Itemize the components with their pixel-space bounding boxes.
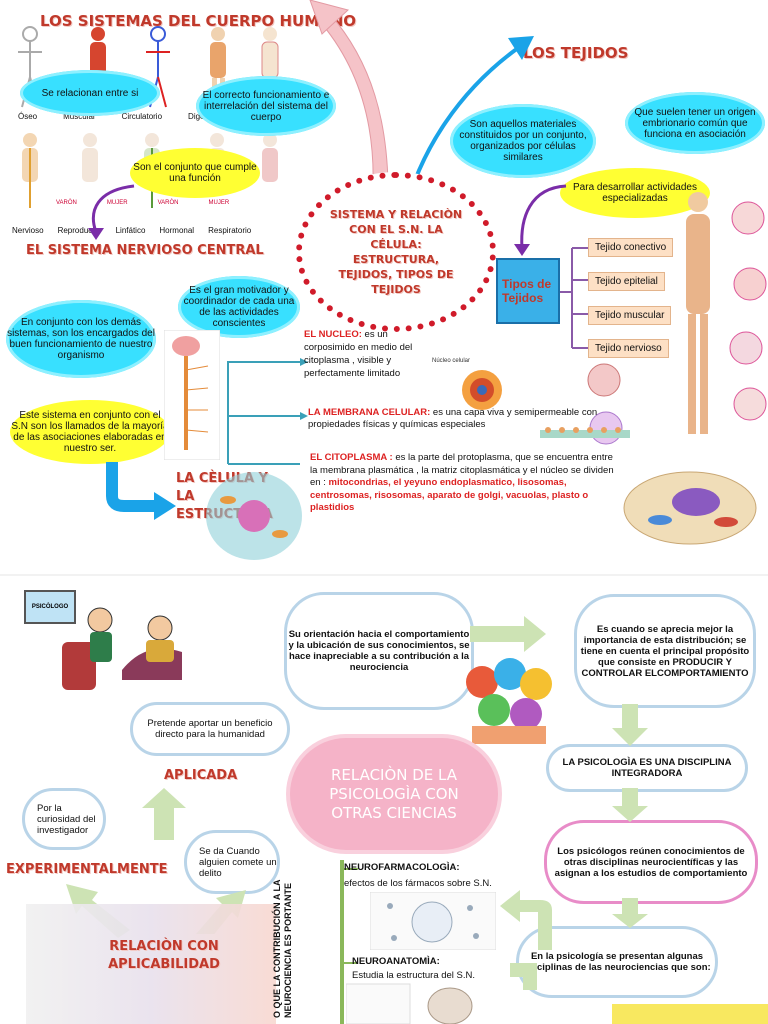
green-arrow-up-left (142, 788, 186, 840)
bracket-tick-2 (344, 962, 358, 964)
purple-arrow-tissues (514, 184, 567, 256)
cytoplasm-desc: es la parte del protoplasma, que se encu… (310, 452, 614, 488)
purple-arrow-nervous (88, 184, 135, 240)
disciplines-bracket (340, 860, 344, 1024)
label-respiratorio: Respiratorio (208, 226, 252, 235)
gender-labels: VARÒN MUJER VARÒN MUJER (56, 200, 256, 206)
membrane-desc: es una capa viva y semipermeable con pro… (308, 407, 598, 430)
center-relation-label: RELACIÒN DE LA PSICOLOGÌA CON OTRAS CIEN… (329, 765, 459, 822)
center-relation-cloud: RELACIÒN DE LA PSICOLOGÌA CON OTRAS CIEN… (290, 738, 498, 850)
neuropharm-title: NEUROFARMACOLOGÌA: (344, 862, 460, 873)
label-linfatico: Linfático (115, 226, 146, 235)
cloud-benefit: Pretende aportar un beneficio directo pa… (130, 702, 290, 756)
gender-label: VARÒN (56, 200, 77, 206)
bubble-related: Se relacionan entre si (20, 70, 160, 116)
nucleus-image (426, 368, 502, 410)
cloud-appreciation: Es cuando se aprecia mejor la importanci… (574, 594, 756, 708)
membrane-image (540, 427, 630, 438)
gender-label: VARÒN (157, 200, 179, 206)
tissue-types-box: Tipos de Tejidos (496, 258, 560, 324)
label-applied: APLICADA (164, 768, 238, 783)
spinal-cord-illustration (164, 330, 220, 460)
brain-heads-image (466, 658, 552, 744)
section-divider (0, 574, 768, 576)
neuropharm-text: efectos de los fármacos sobre S.N. (344, 878, 492, 889)
vertical-caption: O QUE LA CONTRIBUCIÓN A LA NEUROCIENCIA … (272, 879, 293, 1018)
tissue-type-nervous: Tejido nervioso (588, 339, 669, 358)
cytoplasm-parts: mitocondrias, el yeyuno endoplasmatico, … (310, 477, 589, 513)
label-muscular: Muscular (63, 112, 96, 121)
tissue-illustration (686, 192, 767, 434)
nucleus-label: EL NUCLEO: (304, 329, 362, 340)
label-reproductor: Reproductor (57, 226, 102, 235)
bracket-tick-1 (344, 868, 358, 870)
psychologist-illustration (62, 607, 182, 690)
green-arrow-right (470, 616, 546, 652)
brain-words-background (26, 904, 276, 1024)
cloud-curiosity: Por la curiosidad del investigador (22, 788, 106, 850)
green-arrow-down-1 (612, 704, 648, 746)
bubble-tissue-def: Son aquellos materiales constituidos por… (450, 104, 596, 178)
cell-connectors (227, 358, 308, 465)
neuroanatomy-title: NEUROANATOMÌA: (352, 956, 440, 967)
neuroanatomy-images (346, 983, 473, 1024)
label-oseo: Óseo (18, 112, 38, 121)
bubble-snc-associations: Este sistema en conjunto con el S.N son … (10, 400, 170, 464)
green-arrow-down-3 (612, 898, 648, 928)
label-applicability: RELACIÒN CON APLICABILIDAD (108, 939, 220, 972)
label-experimental: EXPERIMENTALMENTE (6, 862, 168, 877)
bubble-tissue-origin: Que suelen tener un origen embrionario c… (625, 92, 765, 154)
title-tissues: LOS TEJIDOS (523, 44, 629, 62)
tissue-type-connective: Tejido conectivo (588, 238, 674, 257)
bubble-snc-systems: En conjunto con los demás sistemas, son … (6, 300, 156, 378)
gender-label: MUJER (106, 200, 128, 206)
tissue-type-epithelial: Tejido epitelial (588, 272, 665, 291)
title-systems: LOS SISTEMAS DEL CUERPO HUMANO (40, 12, 357, 30)
cytoplasm-text: EL CITOPLASMA : es la parte del protopla… (310, 452, 622, 515)
cloud-integrator: LA PSICOLOGÌA ES UNA DISCIPLINA INTEGRAD… (546, 744, 748, 792)
nucleus-text: EL NUCLEO: es un corposimido en medio de… (304, 328, 424, 380)
bubble-conjunto: Son el conjunto que cumple una función (130, 148, 260, 198)
nucleus-caption: Núcleo celular (432, 358, 471, 364)
cell-image (206, 472, 302, 560)
systems-row2-labels: Nervioso Reproductor Linfático Hormonal … (12, 226, 251, 235)
cloud-gather: Los psicólogos reúnen conocimientos de o… (544, 820, 758, 904)
label-circulatorio: Circulatorio (121, 112, 163, 121)
blue-arrow-cell (106, 462, 176, 520)
gender-label: MUJER (208, 200, 230, 206)
neuropharm-image (370, 892, 496, 950)
cloud-orientation: Su orientación hacia el comportamiento y… (284, 592, 474, 710)
bubble-tissue-activities: Para desarrollar actividades especializa… (560, 168, 710, 218)
cloud-crime: Se da Cuando alguien comete un delito (184, 830, 280, 894)
bubble-function: El correcto funcionamiento e interrelaci… (196, 76, 336, 136)
neuroanatomy-text: Estudia la estructura del S.N. (352, 970, 476, 981)
label-nervioso: Nervioso (12, 226, 44, 235)
label-hormonal: Hormonal (159, 226, 195, 235)
bottom-right-image (612, 1004, 768, 1024)
membrane-text: LA MEMBRANA CELULAR: es una capa viva y … (308, 407, 618, 431)
psychologist-sign: PSICÒLOGO (24, 590, 76, 624)
green-arrow-back (500, 890, 552, 990)
center-topic: SISTEMA Y RELACIÒN CON EL S.N. LA CÉLULA… (296, 172, 496, 332)
membrane-label: LA MEMBRANA CELULAR: (308, 407, 431, 418)
tissue-branches (560, 247, 590, 349)
green-arrow-down-2 (612, 788, 648, 822)
title-nervous-system: EL SISTEMA NERVIOSO CENTRAL (26, 243, 264, 258)
bubble-snc-motivator: Es el gran motivador y coordinador de ca… (178, 276, 300, 338)
center-topic-label: SISTEMA Y RELACIÒN CON EL S.N. LA CÉLULA… (329, 208, 463, 296)
cell-3d-image (623, 471, 757, 545)
tissue-type-muscular: Tejido muscular (588, 306, 672, 325)
cytoplasm-label: EL CITOPLASMA : (310, 452, 393, 463)
nucleus-desc: es un corposimido en medio del citoplasm… (304, 329, 413, 379)
